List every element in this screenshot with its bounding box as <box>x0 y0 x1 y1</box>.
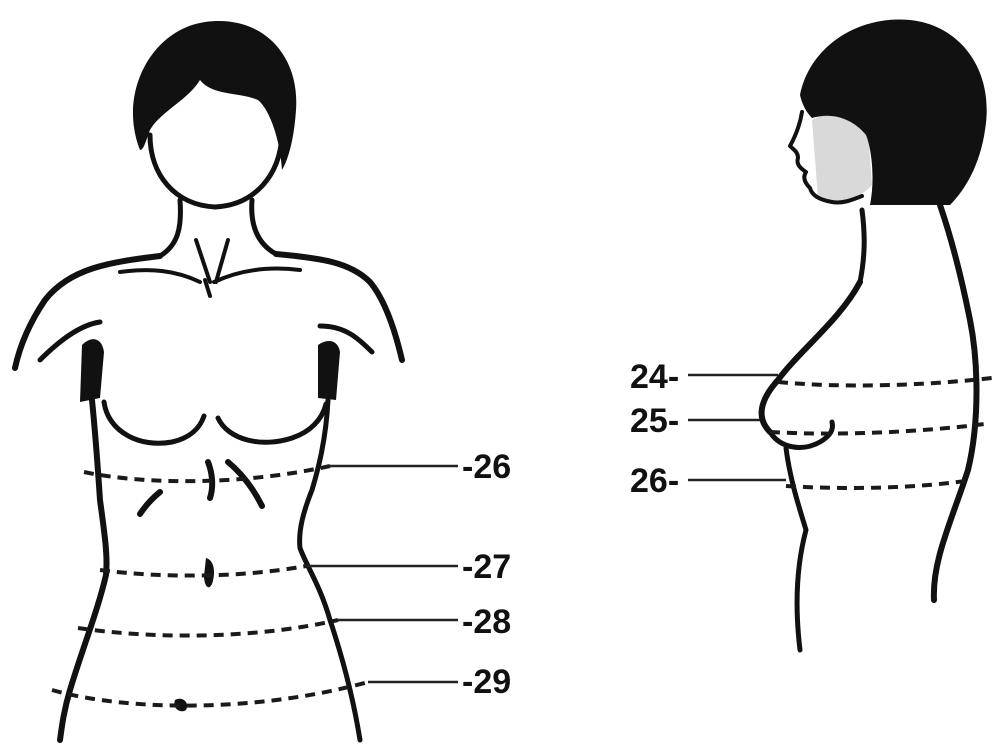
side-line-25 <box>770 424 985 434</box>
side-abdomen <box>786 448 806 650</box>
front-rib-detail <box>140 462 262 514</box>
front-torso-left <box>60 400 107 740</box>
front-hair <box>133 21 296 170</box>
front-bust-right <box>218 404 326 442</box>
front-right-armpit <box>318 341 340 400</box>
front-line-29 <box>52 682 368 706</box>
front-measurement-lines <box>52 466 458 706</box>
side-line-26 <box>786 480 972 488</box>
side-back <box>934 205 977 600</box>
front-label-27: -27 <box>462 548 511 586</box>
side-measurement-labels: 24- 25- 26- <box>630 358 679 500</box>
front-figure <box>15 21 402 740</box>
side-label-25: 25- <box>630 402 679 440</box>
front-label-29: -29 <box>462 663 511 701</box>
front-collarbone <box>120 240 300 296</box>
front-torso-right <box>300 400 360 740</box>
front-neck-right <box>252 200 276 254</box>
front-line-28 <box>78 620 338 636</box>
front-navel <box>204 558 214 587</box>
side-figure <box>762 19 987 650</box>
front-bust-left <box>104 402 204 443</box>
front-label-28: -28 <box>462 603 511 641</box>
front-measurement-labels: -26 -27 -28 -29 <box>462 448 511 701</box>
front-face <box>150 135 282 207</box>
front-line-26 <box>84 466 330 481</box>
front-line-27 <box>100 566 306 576</box>
side-measurement-lines <box>688 375 992 488</box>
side-label-26: 26- <box>630 462 679 500</box>
side-throat <box>860 210 864 282</box>
side-label-24: 24- <box>630 358 679 396</box>
front-left-armpit <box>80 339 104 402</box>
front-label-26: -26 <box>462 448 511 486</box>
front-neck-left <box>160 200 180 256</box>
side-front-body <box>762 282 860 432</box>
side-line-24 <box>778 378 992 385</box>
